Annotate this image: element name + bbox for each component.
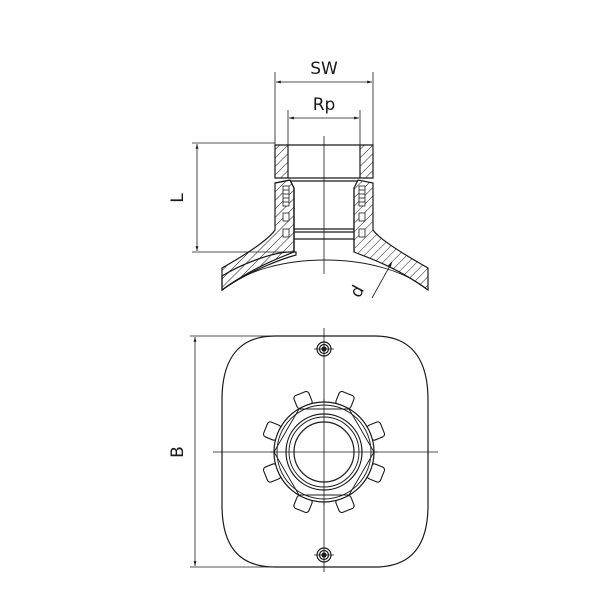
saddle-outline [221,335,429,568]
l-label: L [168,193,188,203]
b-label: B [168,446,188,458]
rp-dimension [287,110,361,145]
d-label: d [346,282,369,301]
top-view: B [168,328,438,572]
sw-label: SW [310,59,338,79]
heating-coil-right [358,185,366,238]
section-view: SW Rp L [168,59,429,301]
heating-coil-left [282,185,290,238]
fixing-point-top [314,341,334,357]
fixing-point-bottom [314,547,334,563]
sw-dimension [274,72,374,145]
rp-label: Rp [313,95,336,115]
